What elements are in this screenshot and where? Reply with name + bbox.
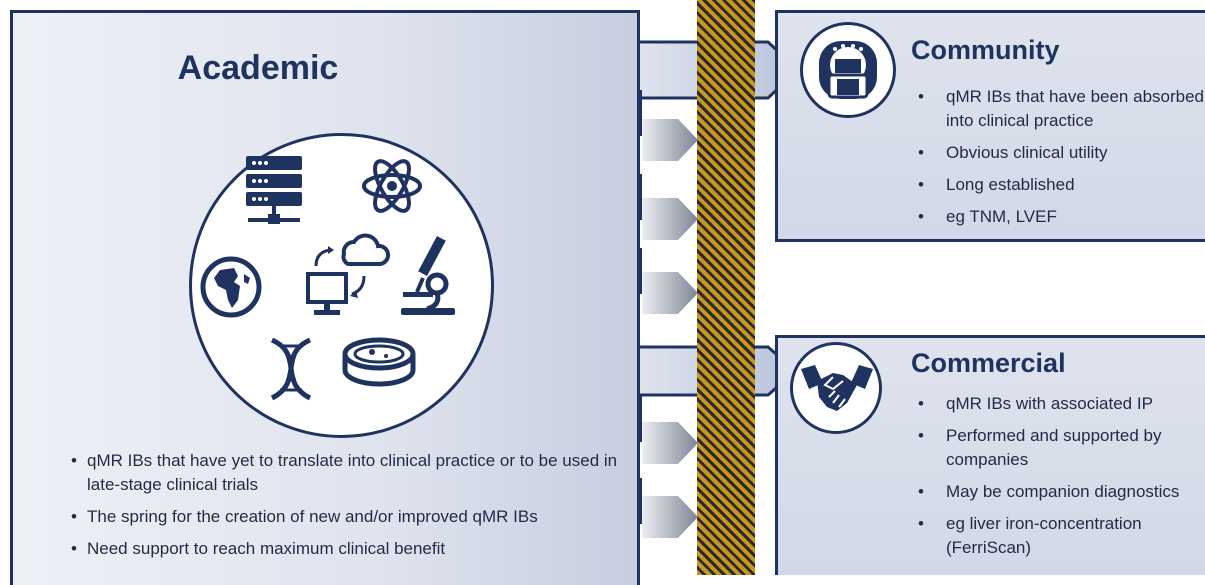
academic-title: Academic [177,49,339,87]
gap-marker [638,90,642,136]
academic-bullet-list: qMR IBs that have yet to translate into … [71,449,631,569]
computer-cloud-icon [306,233,390,315]
mri-scanner-icon [819,41,877,99]
blocked-chevron [642,198,698,240]
handshake-icon [801,365,873,411]
gap-marker [638,396,642,442]
community-bullet: eg TNM, LVEF [918,205,1205,229]
community-title: Community [911,35,1060,65]
community-bullet: Obvious clinical utility [918,141,1205,165]
commercial-bullet: Performed and supported by companies [918,424,1205,472]
gap-marker [638,174,642,220]
blocked-chevron [642,496,698,538]
microscope-icon [401,235,455,315]
blocked-chevron [642,272,698,314]
academic-bullet: The spring for the creation of new and/o… [71,505,631,529]
petri-dish-icon [342,337,416,387]
academic-bullet: Need support to reach maximum clinical b… [71,537,631,561]
commercial-bullet-list: qMR IBs with associated IP Performed and… [918,392,1205,568]
commercial-bullet: qMR IBs with associated IP [918,392,1205,416]
atom-icon [362,159,422,213]
gap-marker [638,478,642,524]
academic-bullet: qMR IBs that have yet to translate into … [71,449,631,497]
community-bullet: qMR IBs that have been absorbed into cli… [918,85,1205,133]
academic-tools-circle [189,133,494,438]
barrier-stripe [697,0,755,575]
dna-icon [270,337,312,401]
blocked-chevron [642,422,698,464]
commercial-bullet: May be companion diagnostics [918,480,1205,504]
mri-badge [800,22,896,118]
gap-marker [638,248,642,294]
blocked-chevron [642,119,698,161]
globe-icon [200,256,262,318]
community-bullet: Long established [918,173,1205,197]
commercial-bullet: eg liver iron-concentration (FerriScan) [918,512,1205,560]
commercial-title: Commercial [911,348,1066,378]
handshake-badge [790,342,882,434]
server-icon [246,156,302,224]
academic-panel: Academic [10,10,640,585]
community-bullet-list: qMR IBs that have been absorbed into cli… [918,85,1205,237]
